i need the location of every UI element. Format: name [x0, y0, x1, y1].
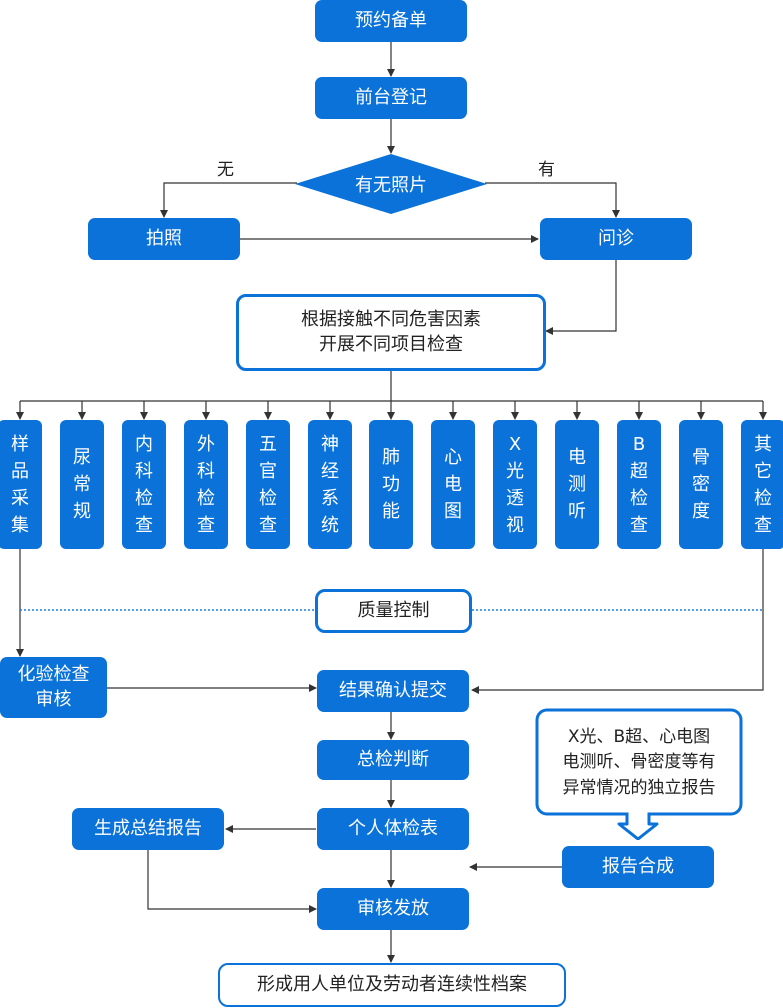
appointment-box: 预约备单 — [315, 0, 467, 42]
personal-form-box: 个人体检表 — [317, 808, 469, 850]
personal-form-label: 个人体检表 — [348, 817, 438, 839]
callout-line3: 异常情况的独立报告 — [562, 777, 716, 798]
exam-item-ent: 五官检查 — [246, 420, 290, 549]
exam-item-lung-function: 肺功能 — [369, 420, 413, 549]
front-desk-label: 前台登记 — [355, 86, 427, 108]
result-confirm-box: 结果确认提交 — [317, 670, 469, 712]
exam-item-urine-routine: 尿常规 — [60, 420, 104, 549]
result-confirm-label: 结果确认提交 — [339, 679, 447, 701]
exam-item-internal-medicine: 内科检查 — [122, 420, 166, 549]
callout-line2: 电测听、骨密度等有 — [562, 752, 716, 773]
summary-report-box: 生成总结报告 — [72, 808, 224, 850]
review-issue-box: 审核发放 — [317, 888, 469, 930]
photo-decision-label: 有无照片 — [355, 175, 427, 196]
exam-item-other: 其它检查 — [741, 420, 783, 549]
review-issue-label: 审核发放 — [357, 897, 429, 919]
exam-item-bone-density: 骨密度 — [679, 420, 723, 549]
lab-review-box: 化验检查审核 — [0, 657, 107, 718]
abnormal-report-callout: X光、B超、心电图 电测听、骨密度等有 异常情况的独立报告 — [535, 708, 743, 840]
callout-line1: X光、B超、心电图 — [567, 726, 711, 747]
quality-control-label: 质量控制 — [357, 599, 430, 621]
general-judgment-box: 总检判断 — [317, 740, 469, 780]
quality-control-box: 质量控制 — [315, 589, 472, 633]
photo-decision-diamond: 有无照片 — [295, 154, 487, 214]
exam-plan-line2: 开展不同项目检查 — [319, 333, 463, 355]
lab-review-label: 化验检查审核 — [17, 664, 90, 710]
exam-item-xray: X光透视 — [493, 420, 537, 549]
abnormal-report-text: X光、B超、心电图 电测听、骨密度等有 异常情况的独立报告 — [541, 714, 737, 812]
archive-label: 形成用人单位及劳动者连续性档案 — [257, 973, 527, 995]
report-synthesis-label: 报告合成 — [602, 855, 674, 877]
exam-plan-line1: 根据接触不同危害因素 — [301, 309, 481, 331]
archive-box: 形成用人单位及劳动者连续性档案 — [218, 963, 566, 1007]
no-branch-label: 无 — [217, 160, 234, 180]
yes-branch-label: 有 — [538, 160, 555, 180]
front-desk-box: 前台登记 — [315, 77, 467, 119]
report-synthesis-box: 报告合成 — [562, 846, 714, 888]
exam-item-ecg: 心电图 — [431, 420, 475, 549]
take-photo-label: 拍照 — [146, 227, 182, 249]
consultation-label: 问诊 — [598, 227, 634, 249]
general-judgment-label: 总检判断 — [357, 748, 429, 770]
exam-item-surgery: 外科检查 — [184, 420, 228, 549]
summary-report-label: 生成总结报告 — [94, 817, 202, 839]
consultation-box: 问诊 — [540, 218, 692, 260]
exam-item-sample-collection: 样品采集 — [0, 420, 42, 549]
exam-item-audiometry: 电测听 — [555, 420, 599, 549]
exam-item-ultrasound: B超检查 — [617, 420, 661, 549]
exam-plan-box: 根据接触不同危害因素 开展不同项目检查 — [236, 294, 546, 371]
exam-item-nervous-system: 神经系统 — [308, 420, 352, 549]
take-photo-box: 拍照 — [88, 218, 240, 260]
appointment-label: 预约备单 — [355, 9, 427, 31]
